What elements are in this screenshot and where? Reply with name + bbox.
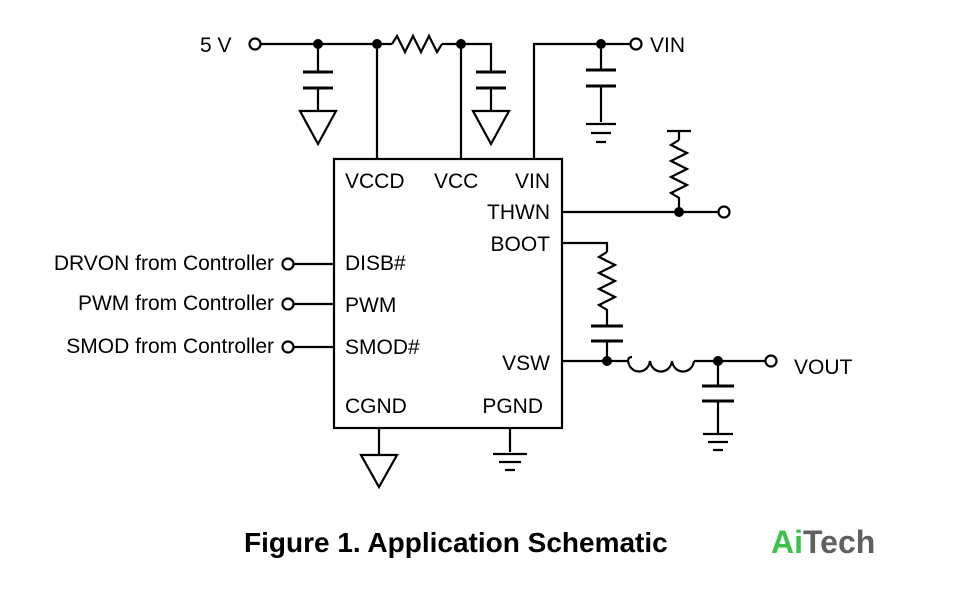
vin-terminal [629,37,643,51]
thermistor-resistor [668,139,690,212]
pwm-input-label: PWM from Controller [78,292,274,315]
ground-triangle-icon [471,109,511,147]
smod-input-label: SMOD from Controller [66,335,274,358]
five-v-terminal [248,37,262,51]
ground-triangle-icon [298,109,338,147]
figure-caption: Figure 1. Application Schematic [244,527,668,558]
pin-boot-label: BOOT [490,233,550,256]
vout-label: VOUT [794,356,853,379]
output-capacitor [702,384,734,403]
boot-resistor [596,251,618,326]
output-stage: VOUT [562,354,853,452]
pin-cgnd-label: CGND [345,395,407,418]
pin-vcc-label: VCC [434,170,478,193]
pwm-terminal [281,297,295,311]
five-v-rail: 5 V [200,33,493,72]
five-v-label: 5 V [200,34,232,57]
pin-thwn-label: THWN [487,201,550,224]
smod-terminal [281,340,295,354]
pgnd-ground [493,428,527,472]
boot-network [562,241,623,361]
thwn-terminal [717,205,731,219]
input-drvon: DRVON from Controller [54,252,334,275]
aitech-logo: AiTech [771,524,875,560]
boot-capacitor [591,324,623,343]
capacitor-vcc [471,70,511,147]
drvon-terminal [281,257,295,271]
cgnd-ground [359,428,399,490]
ground-icon [493,452,527,472]
inductor [626,355,696,373]
pin-vsw-label: VSW [502,352,550,375]
vin-label: VIN [650,34,685,57]
junction-dot [602,356,612,366]
vin-rail: VIN [532,34,685,159]
capacitor-5v [298,44,338,147]
ground-icon [703,432,733,452]
pin-pwm-label: PWM [345,294,396,317]
pin-vccd-label: VCCD [345,170,405,193]
pin-pgnd-label: PGND [482,395,543,418]
ground-icon [586,122,616,144]
input-smod: SMOD from Controller [66,335,334,358]
thwn-network [562,129,731,219]
drvon-input-label: DRVON from Controller [54,252,274,275]
pin-smod-label: SMOD# [345,336,420,359]
logo-text: AiTech [771,524,875,560]
vout-terminal [764,354,778,368]
pin-vin-label: VIN [515,170,550,193]
driver-ic [332,157,564,430]
input-pwm: PWM from Controller [78,292,334,315]
pin-disb-label: DISB# [345,252,406,275]
ground-triangle-icon [359,453,399,490]
